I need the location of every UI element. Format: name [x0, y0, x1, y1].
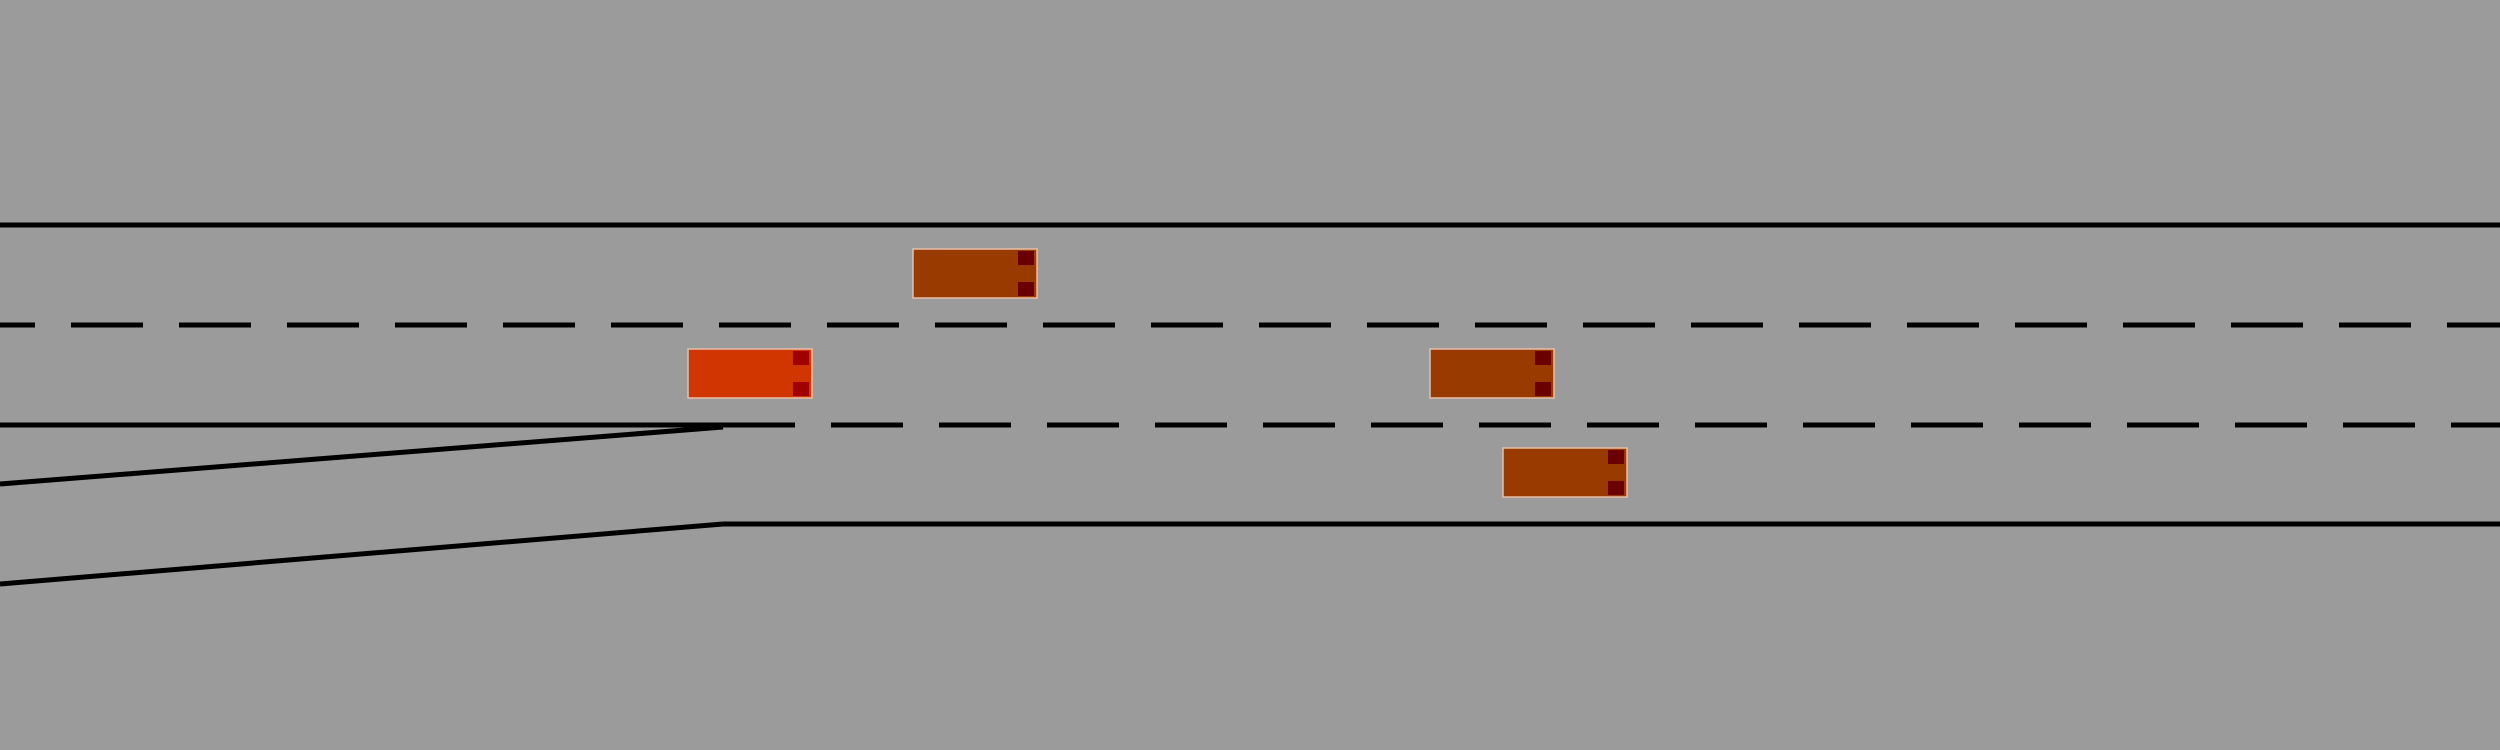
vehicle-light-top	[1608, 450, 1624, 464]
vehicle-body	[1502, 447, 1628, 498]
vehicle-light-top	[1018, 251, 1034, 265]
vehicle-light-bottom	[1608, 481, 1624, 495]
vehicle-body	[687, 348, 813, 399]
ego-vehicle	[687, 348, 813, 399]
vehicle-light-bottom	[1018, 282, 1034, 296]
vehicle-light-bottom	[793, 382, 809, 396]
merge-ramp-inner-edge	[0, 424, 724, 487]
vehicle-1	[912, 248, 1038, 299]
vehicle-light-bottom	[1535, 382, 1551, 396]
vehicle-body	[912, 248, 1038, 299]
vehicle-body	[1429, 348, 1555, 399]
vehicle-light-top	[793, 351, 809, 365]
vehicle-2	[1429, 348, 1555, 399]
vehicle-light-top	[1535, 351, 1551, 365]
merge-ramp-outer-edge	[0, 521, 724, 587]
vehicle-3	[1502, 447, 1628, 498]
